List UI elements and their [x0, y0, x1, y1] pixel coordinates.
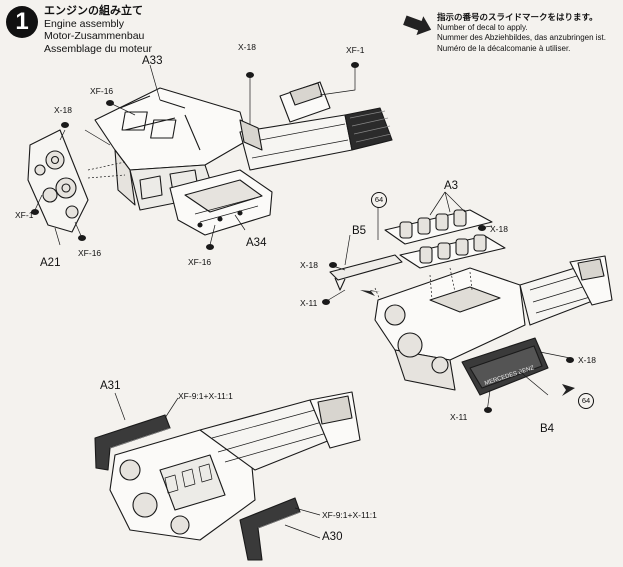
decal-note: 指示の番号のスライドマークをはります。 Number of decal to a… — [437, 12, 606, 54]
decal-note-english: Number of decal to apply. — [437, 22, 528, 32]
label-xf1-left: XF-1 — [15, 210, 34, 220]
exhaust-a31 — [94, 414, 171, 471]
title-english: Engine assembly — [44, 17, 124, 30]
step-titles: エンジンの組み立て Engine assembly Motor-Zusammen… — [44, 5, 152, 55]
label-xf16-a34: XF-16 — [188, 257, 212, 267]
rocker-pieces-a3 — [384, 209, 506, 269]
intake-pipe — [239, 81, 393, 171]
label-x11-b5: X-11 — [300, 298, 318, 308]
title-german: Motor-Zusammenbau — [44, 30, 145, 42]
title-japanese: エンジンの組み立て — [44, 5, 143, 17]
step-number-badge: 1 — [6, 6, 38, 38]
cam-cover-b4 — [461, 337, 549, 396]
engine-assembled-right — [374, 255, 613, 391]
label-a30: A30 — [322, 531, 343, 543]
title-french: Assemblage du moteur — [44, 42, 152, 55]
decal-number-64-top: 64 — [371, 192, 387, 208]
exhaust-a30 — [239, 497, 301, 561]
label-paint-mix-a31: XF-9:1+X-11:1 — [178, 391, 233, 401]
decal-number-64-b4: 64 — [578, 393, 594, 409]
leader-lines-top-left — [34, 64, 356, 246]
decal-arrow-icon — [403, 15, 432, 36]
decal-arrow-b5-icon — [360, 290, 380, 296]
label-xf1-top: XF-1 — [346, 45, 365, 55]
label-x18-b4: X-18 — [578, 355, 596, 365]
label-x18-a3: X-18 — [490, 224, 508, 234]
label-xf16-left: XF-16 — [90, 86, 114, 96]
decal-note-german: Nummer des Abziehbildes, das anzubringen… — [437, 33, 606, 42]
label-x18-b5: X-18 — [300, 260, 318, 270]
label-b4: B4 — [540, 423, 555, 435]
decal-note-french: Numéro de la décalcomanie à utiliser. — [437, 43, 571, 53]
label-x11-b4: X-11 — [450, 412, 468, 422]
label-a34: A34 — [246, 237, 267, 249]
leader-lines-bottom — [114, 392, 321, 539]
decal-arrow-b4-icon — [548, 382, 575, 396]
timing-cover-a21 — [27, 129, 89, 233]
label-a21: A21 — [40, 257, 61, 269]
part-b5 — [329, 254, 403, 291]
engine-completed — [109, 391, 361, 541]
label-x18-top: X-18 — [238, 42, 256, 52]
decal-note-japanese: 指示の番号のスライドマークをはります。 — [437, 12, 598, 22]
label-xf16-a21: XF-16 — [78, 248, 102, 258]
screw-markers-right — [322, 225, 574, 413]
label-a31: A31 — [100, 380, 121, 392]
label-x18-left: X-18 — [54, 105, 72, 115]
label-a3: A3 — [444, 180, 459, 192]
screw-markers-top-left — [31, 62, 359, 250]
label-paint-mix-a30: XF-9:1+X-11:1 — [322, 510, 377, 520]
cover-a34 — [169, 169, 273, 236]
label-b5: B5 — [352, 225, 367, 237]
label-a33: A33 — [142, 55, 163, 67]
